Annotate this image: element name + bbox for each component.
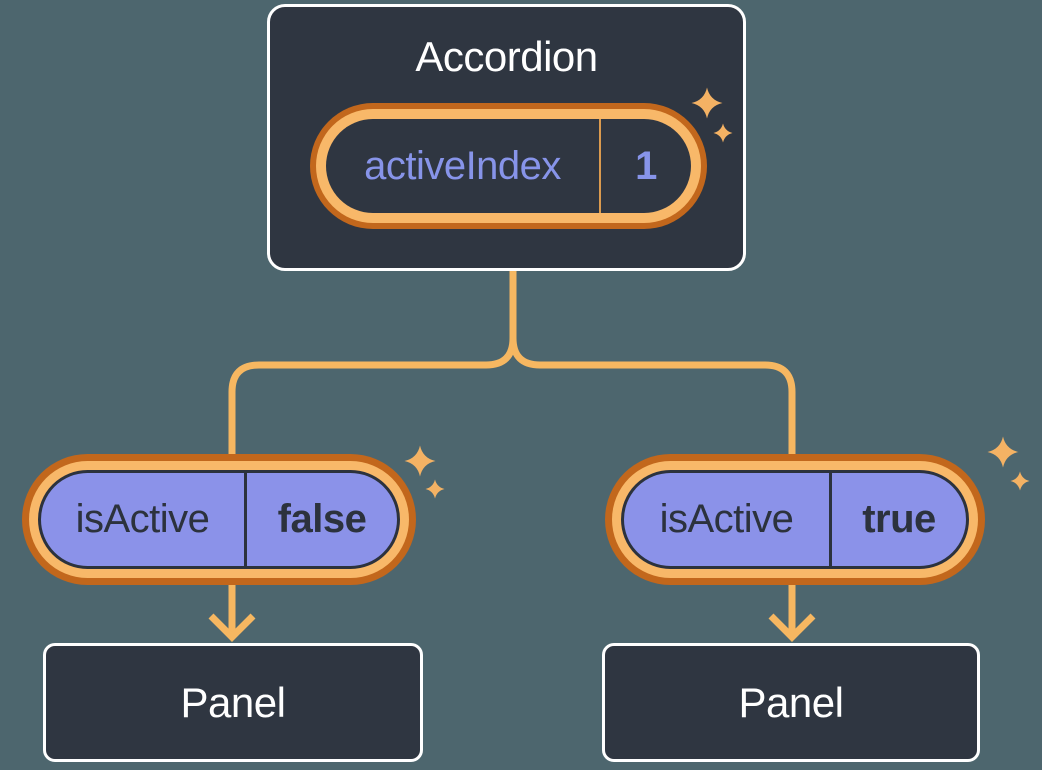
state-pill-activeindex: activeIndex 1: [310, 103, 707, 229]
state-pill-isactive-right: isActive true: [605, 454, 985, 585]
state-pill-isactive-left: isActive false: [22, 454, 416, 585]
state-name-label: activeIndex: [364, 143, 561, 188]
state-value: 1: [635, 143, 657, 188]
connector-accordion-to-right-pill: [509, 270, 796, 458]
panel-box-right: Panel: [602, 643, 980, 762]
connector-accordion-to-left-pill: [228, 270, 517, 458]
arrow-right-pill-to-panel-head: [768, 613, 816, 642]
pill-divider: [599, 119, 601, 213]
state-name-label: isActive: [75, 497, 210, 541]
state-value: false: [277, 497, 367, 541]
panel-box-left: Panel: [43, 643, 423, 762]
sparkle-icon: [404, 445, 436, 477]
panel-title: Panel: [738, 678, 844, 726]
panel-title: Panel: [180, 678, 286, 726]
state-name-label: isActive: [659, 497, 794, 541]
sparkle-small-icon: [1010, 471, 1030, 491]
pill-divider: [244, 473, 247, 566]
sparkle-small-icon: [425, 479, 445, 499]
sparkle-icon: [987, 436, 1019, 468]
pill-divider: [829, 473, 832, 566]
arrow-left-pill-to-panel-head: [208, 613, 256, 642]
state-value: true: [862, 497, 936, 541]
accordion-title: Accordion: [415, 33, 598, 80]
